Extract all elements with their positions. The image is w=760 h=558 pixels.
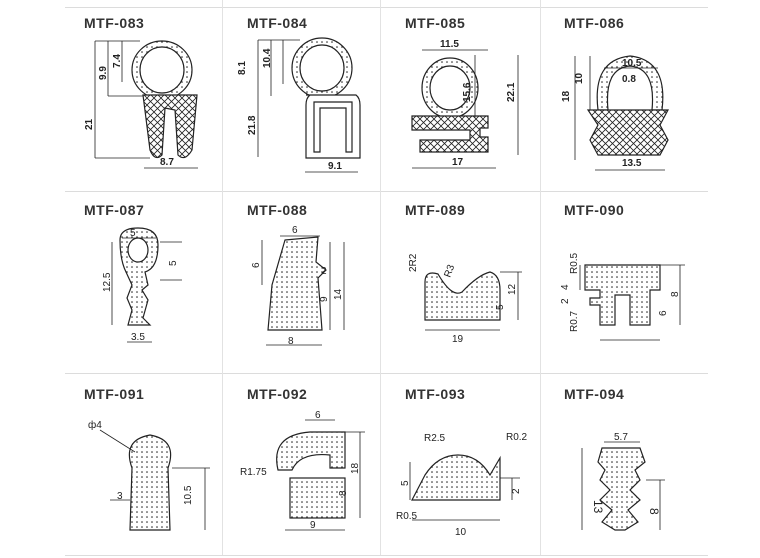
dimension-label: 9.1 (328, 161, 342, 172)
product-title: MTF-085 (405, 15, 466, 31)
dimension-label: R0.5 (569, 252, 580, 274)
dimension-label: 9 (319, 296, 330, 302)
grid-line (222, 0, 223, 555)
product-title: MTF-091 (84, 386, 145, 402)
dimension-label: 0.8 (622, 74, 636, 85)
dimension-label: 8.1 (237, 61, 248, 75)
dimension-label: 2R2 (408, 253, 419, 272)
dimension-label: R3 (442, 263, 457, 279)
profile-mtf-085: 11.5 15.6 22.1 17 (411, 39, 519, 169)
dimension-label: R1.75 (240, 467, 267, 478)
profile-mtf-091: ф4 3 10.5 (88, 419, 210, 531)
dimension-label: 10 (455, 527, 467, 538)
grid-line (380, 0, 381, 555)
dimension-label: 8.7 (160, 157, 174, 168)
dimension-label: 21.8 (247, 115, 258, 135)
dimension-label: 7.4 (112, 54, 123, 68)
dimension-label: 2 (560, 298, 571, 304)
dimension-label: 18 (350, 462, 361, 474)
profile-mtf-093: R2.5 R0.2 5 2 R0.5 10 (396, 432, 528, 538)
grid-line (65, 373, 708, 374)
grid-line (540, 0, 541, 555)
dimension-label: 19 (452, 334, 464, 345)
dimension-label: 8 (338, 490, 349, 496)
dimension-label: 13 (591, 500, 605, 514)
dimension-label: 17 (452, 157, 464, 168)
dimension-label: 6 (292, 225, 298, 236)
grid-line (65, 191, 708, 192)
dimension-label: R0.2 (506, 432, 528, 443)
profile-mtf-094: 5.7 13 8 (581, 432, 665, 531)
dimension-label: ф4 (88, 419, 102, 431)
dimension-label: 8 (647, 508, 661, 515)
dimension-label: 6 (658, 310, 669, 316)
dimension-label: R0.7 (569, 310, 580, 332)
profile-mtf-089: 2R2 R3 12 5 19 (408, 253, 522, 345)
profile-mtf-086: 10.5 0.8 10 18 13.5 (561, 55, 669, 171)
product-title: MTF-093 (405, 386, 466, 402)
dimension-label: 10 (574, 72, 585, 84)
dimension-label: 21 (84, 118, 95, 130)
dimension-label: 3.5 (131, 332, 145, 343)
product-title: MTF-084 (247, 15, 308, 31)
product-title: MTF-083 (84, 15, 145, 31)
profile-mtf-084: 8.1 10.4 21.8 9.1 (237, 37, 361, 173)
dimension-label: 13.5 (622, 158, 642, 169)
dimension-label: 3 (117, 491, 123, 502)
grid-line (65, 555, 708, 556)
dimension-label: 12 (507, 283, 518, 295)
dimension-label: 6 (251, 262, 262, 268)
profile-mtf-088: 6 6 2 9 14 8 (251, 225, 345, 347)
product-title: MTF-086 (564, 15, 625, 31)
product-title: MTF-090 (564, 202, 625, 218)
profile-mtf-087: 5 5 12.5 3.5 (102, 227, 182, 343)
product-title: MTF-087 (84, 202, 145, 218)
dimension-label: 10.4 (262, 48, 273, 68)
product-title: MTF-094 (564, 386, 625, 402)
dimension-label: 10.5 (183, 485, 194, 505)
product-title: MTF-092 (247, 386, 308, 402)
profile-mtf-090: R0.5 4 2 R0.7 6 8 (560, 252, 685, 341)
dimension-label: 12.5 (102, 272, 113, 292)
dimension-label: 15.6 (462, 82, 473, 102)
dimension-label: 10.5 (622, 58, 642, 69)
dimension-label: 4 (560, 284, 571, 290)
dimension-label: 2 (321, 266, 327, 277)
dimension-label: 5 (130, 228, 136, 239)
dimension-label: 11.5 (440, 39, 459, 50)
product-title: MTF-089 (405, 202, 466, 218)
profile-mtf-083: 21 9.9 7.4 8.7 (84, 40, 198, 169)
dimension-label: 5 (495, 304, 506, 310)
profile-mtf-092: 6 R1.75 18 8 9 (240, 410, 365, 531)
dimension-label: 9 (310, 520, 316, 531)
dimension-label: 2 (511, 488, 522, 494)
dimension-label: 14 (333, 288, 344, 300)
product-title: MTF-088 (247, 202, 308, 218)
dimension-label: 18 (561, 90, 572, 102)
dimension-label: 9.9 (98, 66, 109, 80)
dimension-label: 6 (315, 410, 321, 421)
dimension-label: R0.5 (396, 511, 418, 522)
dimension-label: 5.7 (614, 432, 628, 443)
dimension-label: R2.5 (424, 433, 446, 444)
dimension-label: 5 (168, 260, 179, 266)
dimension-label: 8 (670, 291, 681, 297)
dimension-label: 22.1 (506, 82, 517, 102)
dimension-label: 5 (400, 480, 411, 486)
dimension-label: 8 (288, 336, 294, 347)
grid-line (65, 7, 708, 8)
